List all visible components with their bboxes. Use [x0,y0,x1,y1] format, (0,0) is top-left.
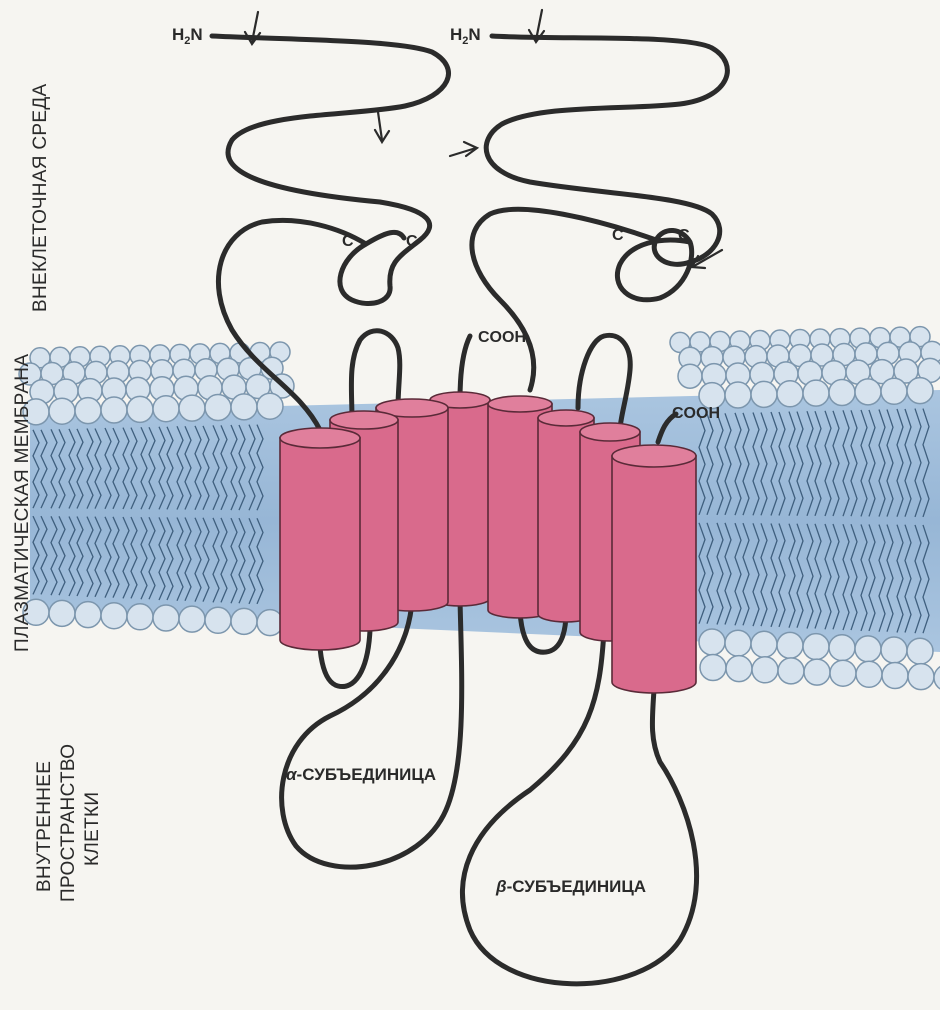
lipid-head [934,665,940,691]
lipid-head [908,664,934,690]
lipid-head [907,638,933,664]
helix-cylinder-top [488,396,552,412]
alpha-cooh-label: COOH [478,329,526,346]
lipid-head [179,395,205,421]
extracellular-label: ВНЕКЛЕТОЧНАЯ СРЕДА [30,84,51,312]
lipid-head [803,380,829,406]
helix-cylinder-top [612,445,696,467]
lipid-head [777,632,803,658]
lipid-head [881,637,907,663]
lipid-head [699,629,725,655]
arrow-alpha-loop [375,112,389,142]
beta-subunit-label: β-СУБЪЕДИНИЦА [495,877,646,896]
lipid-head [127,604,153,630]
lipid-head [829,380,855,406]
intracellular-label-line3: КЛЕТКИ [82,792,103,866]
lipid-head [49,600,75,626]
lipid-head [751,381,777,407]
arrow-beta-loop [450,142,477,156]
lipid-head [725,382,751,408]
site-arrows [245,10,722,268]
alpha-subunit-label: α-СУБЪЕДИНИЦА [286,765,436,784]
alpha-nterm-label: H2N [172,25,203,47]
helix-cylinder-top [538,410,594,426]
beta-cooh-label: COOH [672,405,720,422]
lipid-head [153,605,179,631]
lipid-head [725,630,751,656]
alpha-cys-left: C [342,233,354,250]
lipid-head [778,658,804,684]
helix-cylinder-top [280,428,360,448]
helix-cylinder-top [580,423,640,441]
lipid-head [101,397,127,423]
lipid-head [803,634,829,660]
lipid-head [726,656,752,682]
lipid-head [829,635,855,661]
alpha-tail-cooh [460,336,470,400]
lipid-head [678,364,702,388]
lipid-head [257,610,283,636]
transmembrane-helices [280,392,696,693]
beta-cys-right: C [678,227,690,244]
lipid-head [907,378,933,404]
alpha-cys-right: C [406,233,418,250]
beta-nterm-label: H2N [450,25,481,47]
intracellular-label-line2: ПРОСТРАНСТВО [58,744,79,902]
lipid-head [75,398,101,424]
lipid-head [75,602,101,628]
lipid-head [231,394,257,420]
lipid-head [49,398,75,424]
lipid-head [856,661,882,687]
lipid-head [179,606,205,632]
lipid-head [881,378,907,404]
lipid-head [231,608,257,634]
lipid-head [205,607,231,633]
lipid-head [804,659,830,685]
lipid-head [257,393,283,419]
lipid-head [855,379,881,405]
helix-cylinder-body [612,456,696,693]
lipid-head [830,660,856,686]
lipid-head [153,396,179,422]
lipid-head [751,631,777,657]
lipid-head [127,396,153,422]
helix-cylinder-top [330,411,398,429]
membrane-label: ПЛАЗМАТИЧЕСКАЯ МЕМБРАНА [12,354,33,652]
lipid-head [101,603,127,629]
lipid-head [777,381,803,407]
lipid-head [205,395,231,421]
lipid-head [855,636,881,662]
lipid-head [752,657,778,683]
beta-cys-left: C [612,227,624,244]
intracellular-label-line1: ВНУТРЕННЕЕ [34,761,55,892]
lipid-head [700,655,726,681]
helix-cylinder-body [280,438,360,650]
lipid-head [882,663,908,689]
